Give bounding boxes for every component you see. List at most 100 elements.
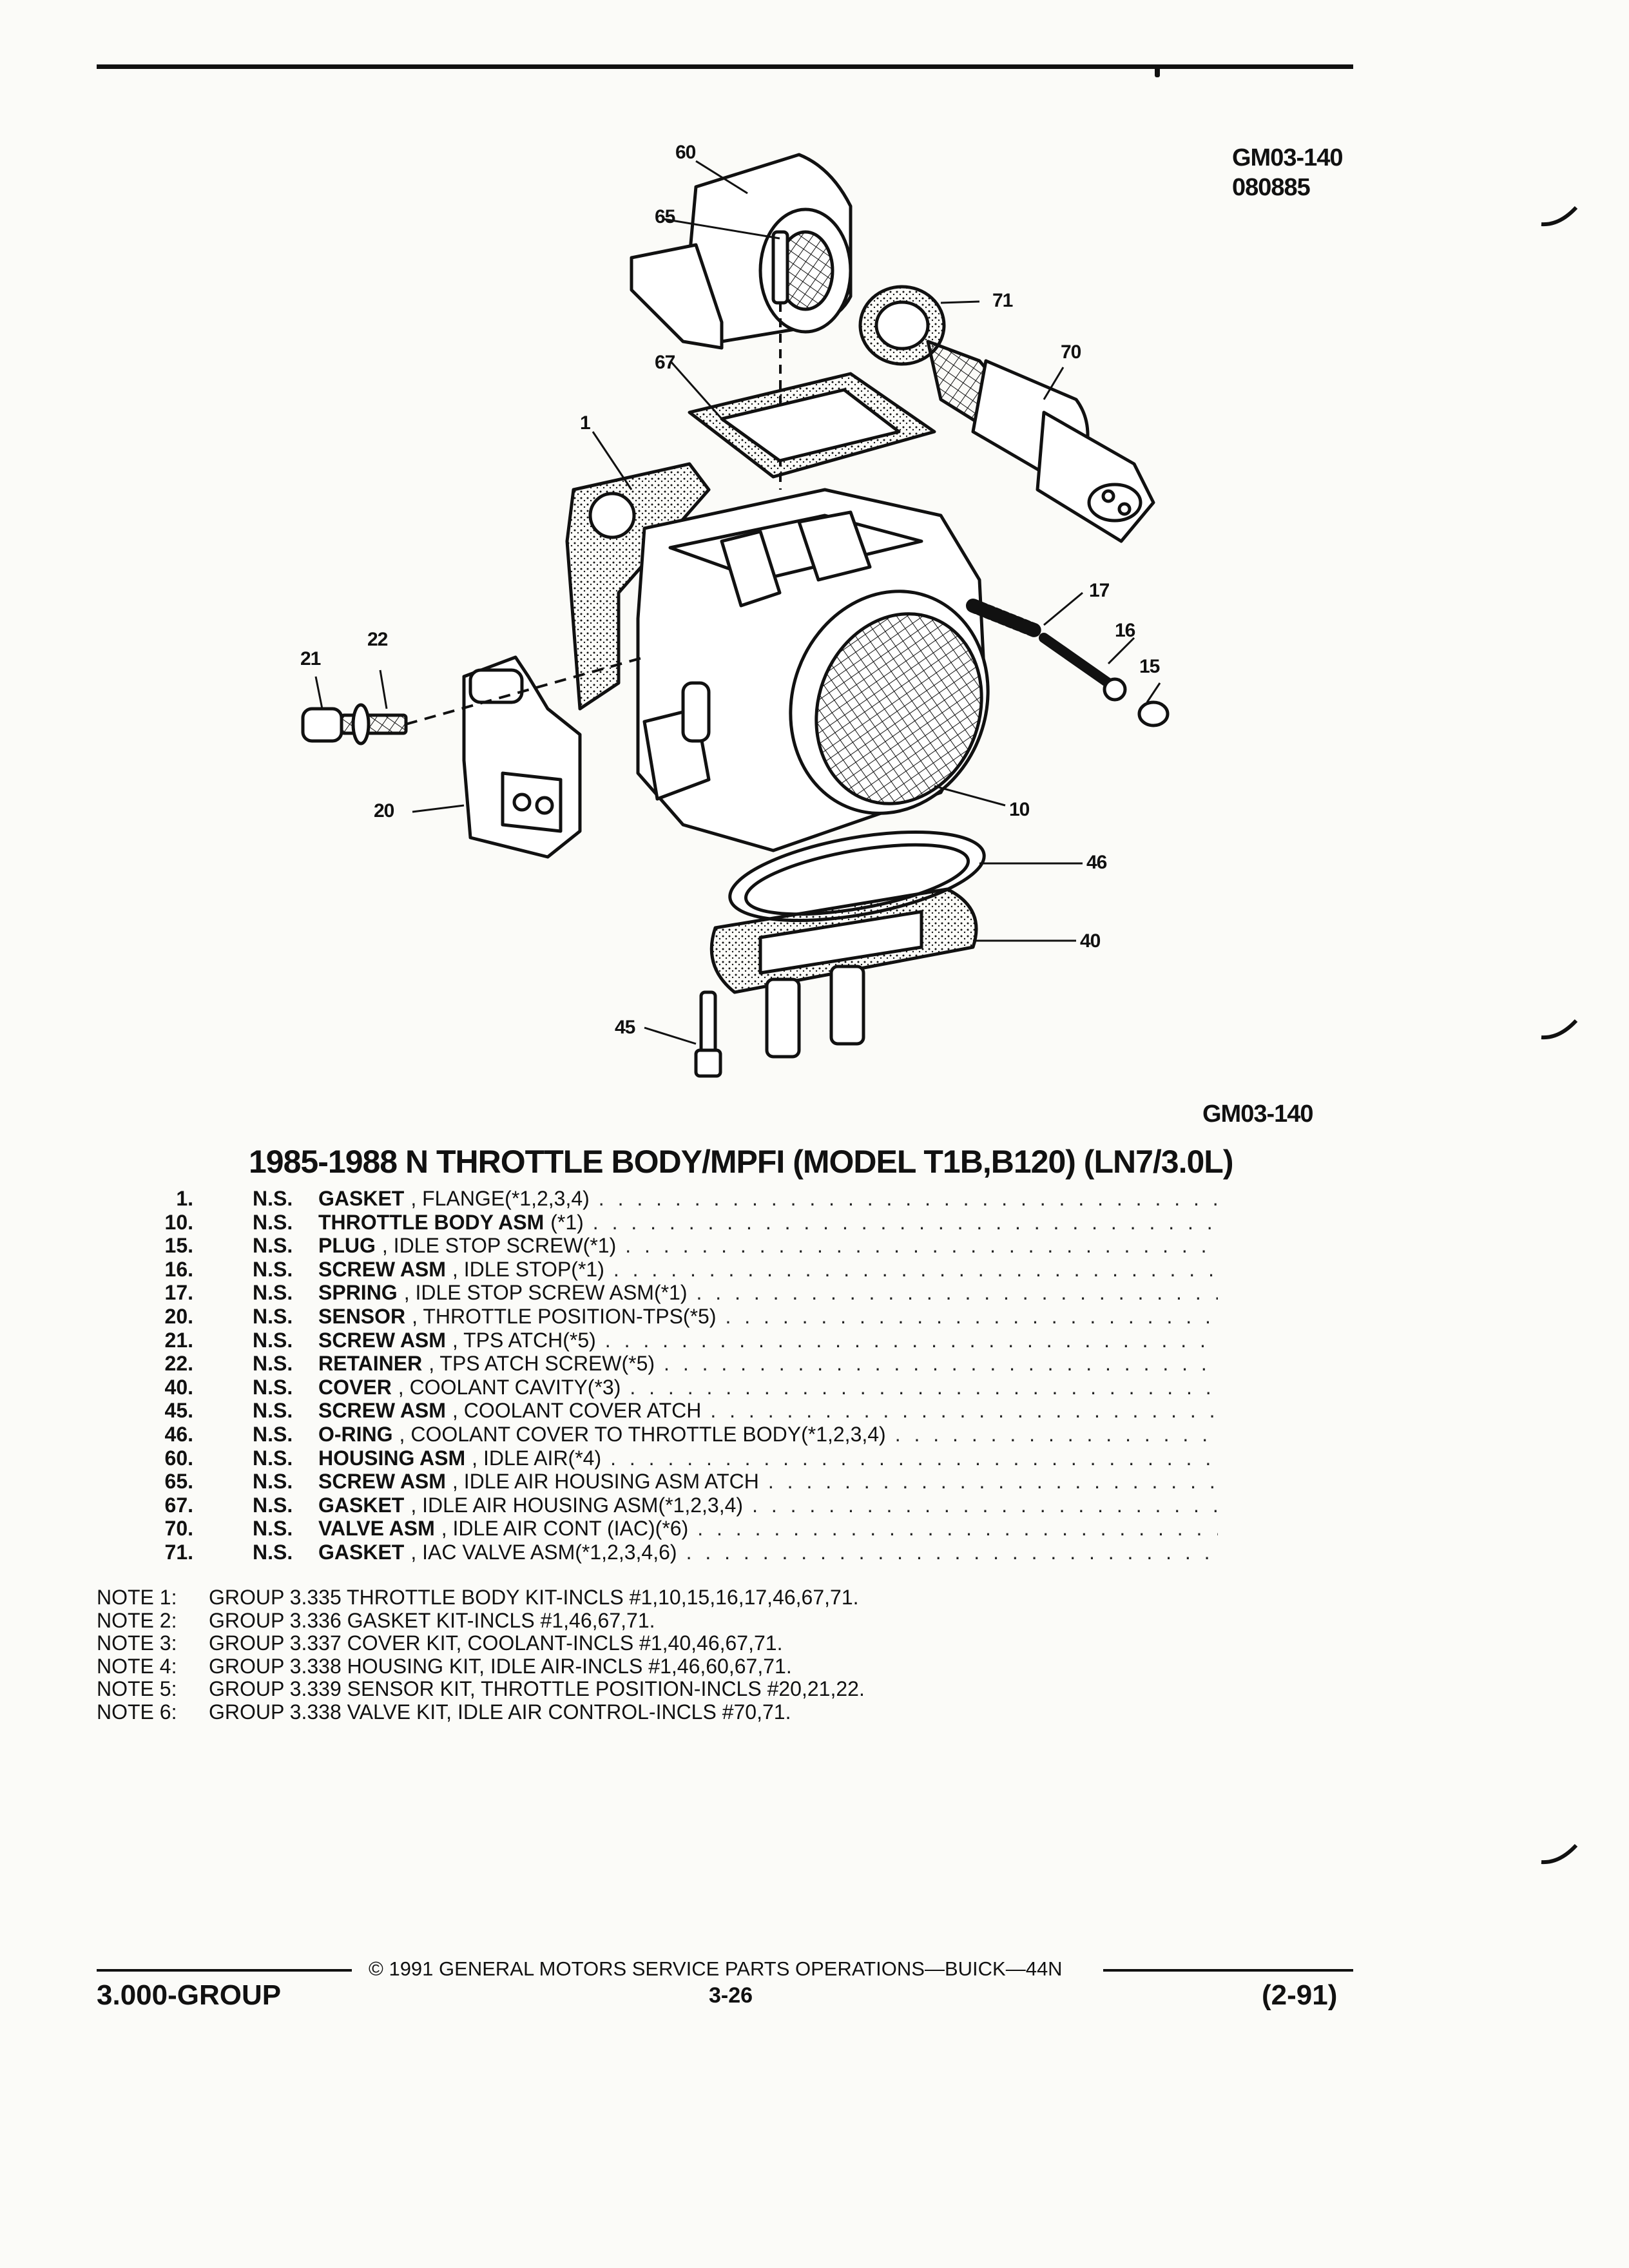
part-description: GASKET, IDLE AIR HOUSING ASM(*1,2,3,4). … bbox=[318, 1494, 1218, 1517]
part-number: 40. bbox=[164, 1375, 193, 1399]
parts-row: 21. N.S. SCREW ASM, TPS ATCH(*5). . . . . … bbox=[97, 1329, 1218, 1352]
dot-leader: . . . . . . . . . . . . . . . . . . . . … bbox=[598, 1187, 1218, 1210]
dot-leader: . . . . . . . . . . . . . . . . . . . . … bbox=[696, 1281, 1219, 1305]
top-rule bbox=[97, 64, 1353, 69]
part-number: 45. bbox=[164, 1399, 193, 1423]
callout-67: 67 bbox=[655, 352, 675, 373]
parts-row: 60.N.S.HOUSING ASM, IDLE AIR(*4). . . . … bbox=[97, 1446, 1218, 1470]
part-number: 16. bbox=[164, 1257, 193, 1281]
note-text: GROUP 3.339 SENSOR KIT, THROTTLE POSITIO… bbox=[209, 1677, 865, 1700]
callout-17: 17 bbox=[1089, 580, 1110, 601]
note-row: NOTE 6: GROUP 3.338 VALVE KIT, IDLE AIR C… bbox=[97, 1700, 1128, 1724]
dot-leader: . . . . . . . . . . . . . . . . . . . . … bbox=[752, 1493, 1218, 1517]
part-description: SCREW ASM, IDLE AIR HOUSING ASM ATCH. . … bbox=[318, 1470, 1218, 1493]
figure-code-block: GM03-140 080885 bbox=[1232, 143, 1344, 202]
part-ns-code: N.S. bbox=[253, 1281, 293, 1305]
parts-row: 1.N.S.GASKET, FLANGE(*1,2,3,4). . . . . … bbox=[97, 1187, 1218, 1211]
part-name: VALVE ASM bbox=[318, 1517, 435, 1541]
part-number: 67. bbox=[164, 1493, 193, 1517]
part-number: 21. bbox=[164, 1328, 193, 1352]
note-label: NOTE 4: bbox=[97, 1654, 177, 1678]
part-name: GASKET bbox=[318, 1187, 405, 1210]
page-number: 3-26 bbox=[709, 1983, 753, 2008]
top-rule-mark bbox=[1155, 67, 1160, 77]
part-ns-code: N.S. bbox=[253, 1210, 293, 1234]
part-number: 20. bbox=[164, 1304, 193, 1328]
dot-leader: . . . . . . . . . . . . . . . . . . . . … bbox=[686, 1540, 1218, 1564]
callout-71: 71 bbox=[992, 290, 1013, 311]
part-ns-code: N.S. bbox=[253, 1187, 293, 1210]
part-detail: , IDLE STOP SCREW ASM(*1) bbox=[403, 1281, 688, 1305]
part-number: 10. bbox=[164, 1210, 193, 1234]
dot-leader: . . . . . . . . . . . . . . . . . . . . … bbox=[767, 1470, 1218, 1494]
part-description: PLUG, IDLE STOP SCREW(*1). . . . . . . .… bbox=[318, 1234, 1218, 1257]
part-detail: , COOLANT COVER TO THROTTLE BODY(*1,2,3,… bbox=[399, 1422, 886, 1446]
throttle-body-illustration bbox=[301, 153, 1170, 1078]
part-ns-code: N.S. bbox=[253, 1517, 293, 1541]
note-text: GROUP 3.338 VALVE KIT, IDLE AIR CONTROL-… bbox=[209, 1700, 791, 1724]
part-name: GASKET bbox=[318, 1493, 405, 1517]
part-name: COVER bbox=[318, 1375, 392, 1399]
dot-leader: . . . . . . . . . . . . . . . . . . . . … bbox=[604, 1328, 1218, 1352]
part-detail: , THROTTLE POSITION-TPS(*5) bbox=[412, 1304, 717, 1328]
dot-leader: . . . . . . . . . . . . . . . . . . . . … bbox=[664, 1352, 1218, 1376]
parts-row: 71.N.S.GASKET, IAC VALVE ASM(*1,2,3,4,6)… bbox=[97, 1541, 1218, 1564]
callout-40: 40 bbox=[1080, 930, 1101, 952]
callout-16: 16 bbox=[1115, 620, 1135, 641]
part-description: GASKET, FLANGE(*1,2,3,4). . . . . . . . … bbox=[318, 1187, 1218, 1210]
figure-number: 080885 bbox=[1232, 174, 1311, 201]
part-number: 15. bbox=[164, 1234, 193, 1258]
part-ns-code: N.S. bbox=[253, 1328, 293, 1352]
part-name: SCREW ASM bbox=[318, 1470, 446, 1494]
dot-leader: . . . . . . . . . . . . . . . . . . . . … bbox=[710, 1399, 1218, 1423]
part-name: SCREW ASM bbox=[318, 1399, 446, 1423]
dot-leader: . . . . . . . . . . . . . . . . . . . . … bbox=[625, 1234, 1218, 1258]
note-text: GROUP 3.335 THROTTLE BODY KIT-INCLS #1,1… bbox=[209, 1586, 859, 1609]
parts-row: 16.N.S.SCREW ASM, IDLE STOP(*1). . . . .… bbox=[97, 1258, 1218, 1282]
callout-65: 65 bbox=[655, 206, 675, 227]
note-label: NOTE 5: bbox=[97, 1677, 177, 1700]
copyright-line: © 1991 GENERAL MOTORS SERVICE PARTS OPER… bbox=[369, 1957, 1063, 1980]
part-name: HOUSING ASM bbox=[318, 1446, 466, 1470]
figure-code: GM03-140 bbox=[1232, 144, 1344, 171]
part-detail: , COOLANT COVER ATCH bbox=[452, 1399, 702, 1423]
part-number: 17. bbox=[164, 1281, 193, 1305]
note-label: NOTE 6: bbox=[97, 1700, 177, 1724]
part-number: 70. bbox=[164, 1517, 193, 1541]
part-description: GASKET, IAC VALVE ASM(*1,2,3,4,6). . . .… bbox=[318, 1541, 1218, 1564]
dot-leader: . . . . . . . . . . . . . . . . . . . . … bbox=[894, 1422, 1218, 1446]
callout-70: 70 bbox=[1061, 341, 1081, 363]
binder-mark-3 bbox=[1541, 1843, 1578, 1865]
part-description: SCREW ASM, TPS ATCH(*5). . . . . . . . .… bbox=[318, 1329, 1218, 1352]
parts-row: 22.N.S.RETAINER, TPS ATCH SCREW(*5). . .… bbox=[97, 1352, 1218, 1376]
part-description: THROTTLE BODY ASM(*1). . . . . . . . . .… bbox=[318, 1211, 1218, 1234]
parts-row: 45.N.S.SCREW ASM, COOLANT COVER ATCH. . … bbox=[97, 1399, 1218, 1423]
part-name: THROTTLE BODY ASM bbox=[318, 1210, 545, 1234]
part-number: 46. bbox=[164, 1422, 193, 1446]
note-row: NOTE 5: GROUP 3.339 SENSOR KIT, THROTTLE … bbox=[97, 1678, 1128, 1701]
part-name: SCREW ASM bbox=[318, 1257, 446, 1281]
part-description: HOUSING ASM, IDLE AIR(*4). . . . . . . .… bbox=[318, 1446, 1218, 1470]
part-name: SPRING bbox=[318, 1281, 398, 1305]
parts-row: 67.N.S.GASKET, IDLE AIR HOUSING ASM(*1,2… bbox=[97, 1494, 1218, 1517]
part-ns-code: N.S. bbox=[253, 1352, 293, 1376]
dot-leader: . . . . . . . . . . . . . . . . . . . . … bbox=[592, 1210, 1218, 1234]
part-ns-code: N.S. bbox=[253, 1304, 293, 1328]
part-ns-code: N.S. bbox=[253, 1422, 293, 1446]
note-text: GROUP 3.338 HOUSING KIT, IDLE AIR-INCLS … bbox=[209, 1654, 792, 1678]
dot-leader: . . . . . . . . . . . . . . . . . . . . … bbox=[610, 1446, 1218, 1470]
callout-1: 1 bbox=[580, 412, 591, 434]
notes-list: NOTE 1:GROUP 3.335 THROTTLE BODY KIT-INC… bbox=[97, 1586, 1128, 1724]
part-ns-code: N.S. bbox=[253, 1540, 293, 1564]
part-ns-code: N.S. bbox=[253, 1446, 293, 1470]
part-description: RETAINER, TPS ATCH SCREW(*5). . . . . . … bbox=[318, 1352, 1218, 1375]
note-row: NOTE 1:GROUP 3.335 THROTTLE BODY KIT-INC… bbox=[97, 1586, 1128, 1610]
throttle-body-exploded-diagram: 60 65 71 70 67 1 17 16 15 21 22 20 10 46… bbox=[271, 129, 1237, 1082]
page-title: 1985-1988 N THROTTLE BODY/MPFI (MODEL T1… bbox=[249, 1144, 1233, 1180]
part-detail: , TPS ATCH(*5) bbox=[452, 1328, 596, 1352]
part-description: O-RING, COOLANT COVER TO THROTTLE BODY(*… bbox=[318, 1423, 1218, 1446]
parts-row: 65.N.S.SCREW ASM, IDLE AIR HOUSING ASM A… bbox=[97, 1470, 1218, 1494]
part-name: GASKET bbox=[318, 1540, 405, 1564]
part-description: VALVE ASM, IDLE AIR CONT (IAC)(*6). . . … bbox=[318, 1517, 1218, 1540]
revision-date: (2-91) bbox=[1262, 1979, 1338, 2011]
